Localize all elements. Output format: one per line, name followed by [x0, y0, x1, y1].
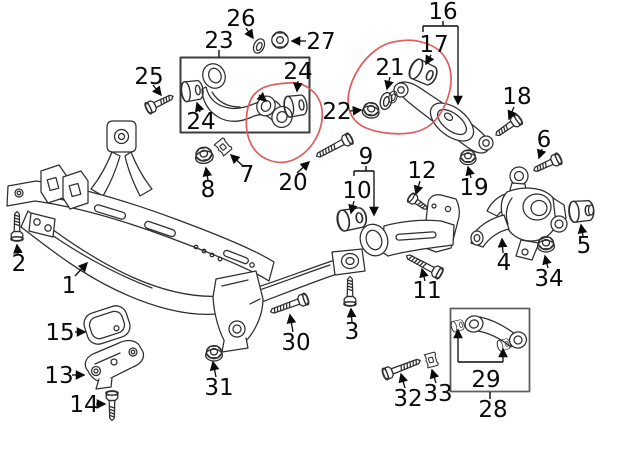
label-17: 17	[419, 32, 448, 58]
leader-34	[542, 254, 552, 269]
leader-7	[229, 154, 244, 167]
label-24-left: 24	[186, 109, 215, 135]
assembly-box-28	[449, 307, 531, 393]
leader-3	[346, 307, 357, 323]
nut-27	[271, 31, 289, 49]
leader-33	[429, 368, 440, 384]
label-30: 30	[281, 330, 310, 356]
label-5: 5	[577, 233, 592, 259]
leader-10	[348, 200, 358, 215]
label-12: 12	[407, 158, 436, 184]
bracket-9	[353, 166, 374, 176]
label-6: 6	[537, 127, 552, 153]
spring-link-16	[393, 81, 494, 154]
leader-8	[202, 166, 213, 181]
highlight-ellipse-arm23-bushing	[245, 82, 324, 164]
label-23: 23	[204, 28, 233, 54]
leader-22	[349, 105, 363, 116]
label-34: 34	[534, 266, 563, 292]
label-18: 18	[502, 84, 531, 110]
label-33: 33	[423, 381, 452, 407]
cover-15	[83, 305, 131, 345]
knuckle-4	[470, 166, 568, 261]
label-29: 29	[471, 367, 500, 393]
highlight-ellipse-parts-17-21-22	[347, 39, 452, 135]
label-19: 19	[459, 175, 488, 201]
bracket-16	[422, 21, 458, 32]
label-10: 10	[342, 178, 371, 204]
label-24-right: 24	[283, 59, 312, 85]
label-22: 22	[322, 99, 351, 125]
leader-31	[209, 360, 220, 378]
label-4: 4	[497, 250, 512, 276]
label-3: 3	[345, 319, 360, 345]
label-11: 11	[412, 278, 441, 304]
part-subframe	[6, 120, 366, 353]
leader-lines	[13, 21, 588, 409]
leader-11	[419, 267, 429, 282]
label-21: 21	[375, 55, 404, 81]
label-1: 1	[62, 273, 77, 299]
label-15: 15	[45, 320, 74, 346]
label-25: 25	[134, 64, 163, 90]
leader-19	[465, 165, 475, 179]
leader-26	[244, 27, 254, 40]
link-28	[464, 315, 528, 349]
label-20: 20	[278, 170, 307, 196]
leader-20	[296, 161, 311, 174]
callout-labels: 1 2 3 4 5 6 7 8 9 10 11 12 13 14 15 16 1…	[12, 0, 592, 423]
leader-24-right	[292, 80, 303, 93]
label-26: 26	[226, 6, 255, 32]
leader-30	[286, 313, 297, 333]
leader-12	[413, 180, 424, 196]
label-27: 27	[306, 29, 335, 55]
label-7: 7	[240, 162, 255, 188]
leader-17	[425, 54, 435, 66]
assembly-direction-arrow	[256, 91, 268, 102]
bushing-5	[567, 198, 596, 224]
label-16: 16	[428, 0, 457, 25]
label-28: 28	[478, 397, 507, 423]
label-8: 8	[201, 177, 216, 203]
leader-25	[152, 84, 162, 97]
leader-18	[507, 106, 517, 121]
trailing-arm-9	[359, 194, 460, 257]
leader-32	[398, 372, 408, 389]
label-9: 9	[359, 144, 374, 170]
label-13: 13	[44, 363, 73, 389]
assembly-box-23	[179, 56, 311, 134]
label-31: 31	[204, 375, 233, 401]
leader-6	[536, 148, 547, 160]
leader-2	[13, 243, 23, 255]
label-2: 2	[12, 251, 27, 277]
label-14: 14	[69, 392, 98, 418]
leader-5	[577, 223, 588, 237]
label-32: 32	[393, 386, 422, 412]
leader-4	[497, 237, 508, 254]
leader-21	[384, 76, 394, 91]
leader-24-left	[194, 101, 205, 113]
bracket-13	[84, 339, 145, 390]
leader-1	[74, 261, 88, 277]
